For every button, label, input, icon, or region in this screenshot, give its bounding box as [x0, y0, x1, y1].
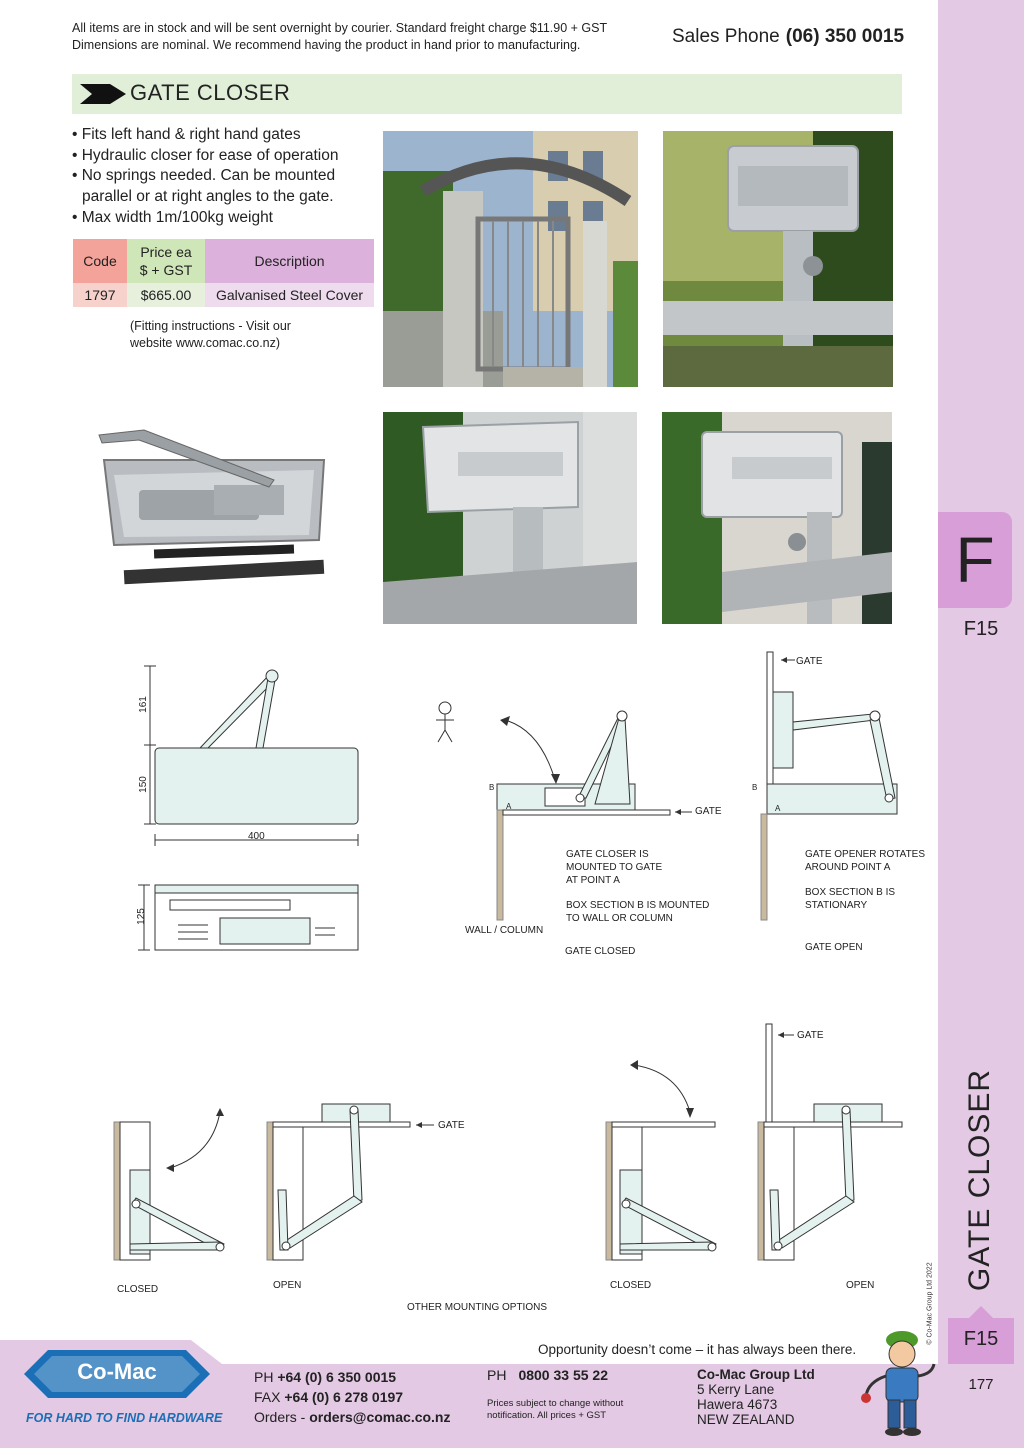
address-line: 5 Kerry Lane	[697, 1382, 775, 1397]
fax-value: +64 (0) 6 278 0197	[284, 1389, 404, 1405]
fitting-instructions-note: (Fitting instructions - Visit our websit…	[130, 318, 370, 352]
mounting-option-right-diagram	[605, 1023, 903, 1261]
price-header-line: $ + GST	[139, 262, 193, 278]
photo-closer-box-side	[383, 412, 637, 624]
caption-closed-right: CLOSED	[610, 1280, 652, 1291]
label-b: B	[489, 783, 495, 792]
closed-note-2: BOX SECTION B IS MOUNTED TO WALL OR COLU…	[566, 900, 710, 924]
label-wall-column: WALL / COLUMN	[465, 925, 544, 936]
fax-line: FAX +64 (0) 6 278 0197	[254, 1387, 451, 1407]
cell-code: 1797	[73, 283, 127, 307]
label-a: A	[506, 802, 512, 811]
stock-notice-line: All items are in stock and will be sent …	[72, 21, 608, 35]
table-header-row: Code Price ea $ + GST Description	[73, 239, 374, 283]
section-code-bottom: F15	[948, 1306, 1014, 1364]
label-gate-option-left: GATE	[438, 1120, 465, 1131]
cell-price: $665.00	[127, 283, 205, 307]
price-table: Code Price ea $ + GST Description 1797 $…	[73, 239, 374, 307]
fax-label: FAX	[254, 1389, 281, 1405]
dimension-161: 161	[137, 696, 149, 713]
label-gate-open: GATE	[796, 656, 823, 667]
page-number: 177	[968, 1376, 994, 1393]
sales-phone-label: Sales Phone	[672, 26, 780, 47]
company-address: Co-Mac Group Ltd 5 Kerry Lane Hawera 467…	[697, 1367, 815, 1427]
fitting-note-line: (Fitting instructions - Visit our	[130, 319, 291, 333]
label-a-open: A	[775, 804, 781, 813]
column-header-description: Description	[205, 239, 374, 283]
logo-text: Co-Mac	[77, 1359, 157, 1384]
column-header-price: Price ea $ + GST	[127, 239, 205, 283]
label-gate: GATE	[695, 806, 722, 817]
dimension-400: 400	[248, 831, 265, 842]
closed-note-1: GATE CLOSER IS MOUNTED TO GATE AT POINT …	[566, 849, 663, 886]
stock-notice: All items are in stock and will be sent …	[72, 20, 642, 54]
photo-closer-unit-opened	[94, 425, 334, 590]
price-header-line: Price ea	[140, 244, 192, 260]
phone-value[interactable]: +64 (0) 6 350 0015	[277, 1369, 397, 1385]
photo-closer-on-post	[663, 131, 893, 387]
address-line: NEW ZEALAND	[697, 1412, 795, 1427]
stock-notice-line: Dimensions are nominal. We recommend hav…	[72, 38, 581, 52]
product-title-bar	[72, 74, 902, 114]
side-tab-strip	[938, 0, 1024, 1448]
cell-description: Galvanised Steel Cover	[205, 283, 374, 307]
vertical-section-title: GATE CLOSER	[963, 1068, 996, 1292]
feature-item: • Max width 1m/100kg weight	[72, 208, 273, 226]
mascot-icon	[861, 1331, 936, 1436]
feature-item: • Fits left hand & right hand gates	[72, 126, 301, 143]
phone-label: PH	[254, 1369, 274, 1385]
comac-logo[interactable]	[24, 1346, 210, 1402]
caption-closed-left: CLOSED	[117, 1284, 159, 1295]
fitting-note-line[interactable]: website www.comac.co.nz)	[130, 336, 281, 350]
address-line: Hawera 4673	[697, 1397, 778, 1412]
feature-list: • Fits left hand & right hand gates • Hy…	[72, 125, 372, 229]
gate-closed-diagram	[496, 710, 692, 921]
phone-line: PH +64 (0) 6 350 0015	[254, 1367, 451, 1387]
open-note-1: GATE OPENER ROTATES AROUND POINT A	[805, 849, 926, 873]
orders-line: Orders - orders@comac.co.nz	[254, 1407, 451, 1427]
feature-item: • Hydraulic closer for ease of operation	[72, 146, 339, 164]
section-letter-tab: F	[938, 512, 1012, 608]
contact-block: PH +64 (0) 6 350 0015 FAX +64 (0) 6 278 …	[254, 1367, 451, 1427]
gate-open-diagram	[760, 651, 898, 921]
caption-gate-closed: GATE CLOSED	[565, 946, 636, 957]
label-b-open: B	[752, 783, 758, 792]
dimension-diagram	[138, 665, 359, 951]
photo-gate-installed	[383, 131, 638, 387]
caption-open-right: OPEN	[846, 1280, 875, 1291]
sales-phone: Sales Phone(06) 350 0015	[672, 26, 904, 48]
photo-closer-on-fence	[662, 412, 892, 624]
orders-email[interactable]: orders@comac.co.nz	[309, 1409, 451, 1425]
freephone-label: PH	[487, 1367, 507, 1383]
column-header-code: Code	[73, 239, 127, 283]
brand-tagline: FOR HARD TO FIND HARDWARE	[26, 1411, 223, 1425]
section-code-top: F15	[963, 618, 999, 640]
company-name: Co-Mac Group Ltd	[697, 1367, 815, 1382]
freephone-value[interactable]: 0800 33 55 22	[518, 1367, 608, 1383]
caption-open-left: OPEN	[273, 1280, 302, 1291]
footer-quote: Opportunity doesn’t come – it has always…	[538, 1342, 857, 1357]
product-title: GATE CLOSER	[130, 80, 291, 105]
worker-figure-icon	[436, 701, 454, 743]
mounting-option-left-diagram	[113, 1103, 434, 1261]
table-row: 1797 $665.00 Galvanised Steel Cover	[73, 283, 374, 307]
caption-gate-open: GATE OPEN	[805, 942, 863, 953]
dimension-150: 150	[137, 776, 149, 793]
freephone-line: PH 0800 33 55 22	[487, 1367, 608, 1383]
dimension-125: 125	[135, 908, 147, 925]
arrow-right-icon	[80, 84, 126, 104]
feature-item: • No springs needed. Can be mounted para…	[72, 167, 336, 206]
label-gate-option-right: GATE	[797, 1030, 824, 1041]
sales-phone-number[interactable]: (06) 350 0015	[785, 26, 905, 47]
open-note-2: BOX SECTION B IS STATIONARY	[805, 887, 896, 911]
price-disclaimer: Prices subject to change without notific…	[487, 1398, 624, 1421]
caption-other-mounting-options: OTHER MOUNTING OPTIONS	[407, 1302, 547, 1313]
orders-label: Orders -	[254, 1409, 306, 1425]
